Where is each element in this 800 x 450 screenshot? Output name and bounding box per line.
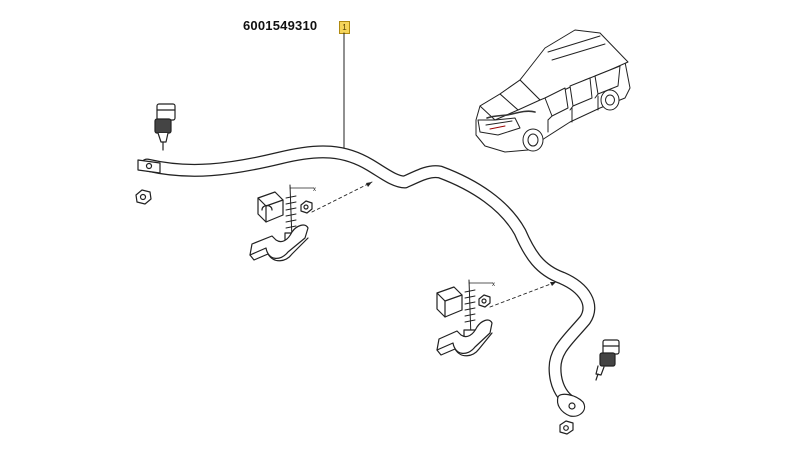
- stabilizer-link-right-icon[interactable]: [595, 339, 620, 381]
- part-number-label: 6001549310: [243, 18, 318, 33]
- nut-icon[interactable]: [300, 200, 313, 214]
- nut-icon[interactable]: [478, 294, 491, 308]
- bar-left-end-eye: [137, 159, 161, 174]
- mounting-clamp-icon[interactable]: [249, 224, 309, 262]
- stabilizer-bar[interactable]: [140, 145, 596, 407]
- nut-icon[interactable]: [559, 420, 574, 435]
- svg-text:x: x: [492, 282, 495, 288]
- mounting-clamp-icon[interactable]: [436, 319, 493, 357]
- bar-right-end-eye: [556, 393, 586, 417]
- assembly-line-left: [311, 181, 373, 213]
- svg-text:x: x: [313, 187, 316, 193]
- rubber-bushing-icon[interactable]: [257, 191, 284, 223]
- rubber-bushing-icon[interactable]: [436, 286, 463, 318]
- stabilizer-link-left-icon[interactable]: [154, 103, 176, 151]
- assembly-line-right: [489, 281, 557, 308]
- car-illustration-icon: [475, 29, 631, 153]
- nut-icon[interactable]: [135, 189, 152, 205]
